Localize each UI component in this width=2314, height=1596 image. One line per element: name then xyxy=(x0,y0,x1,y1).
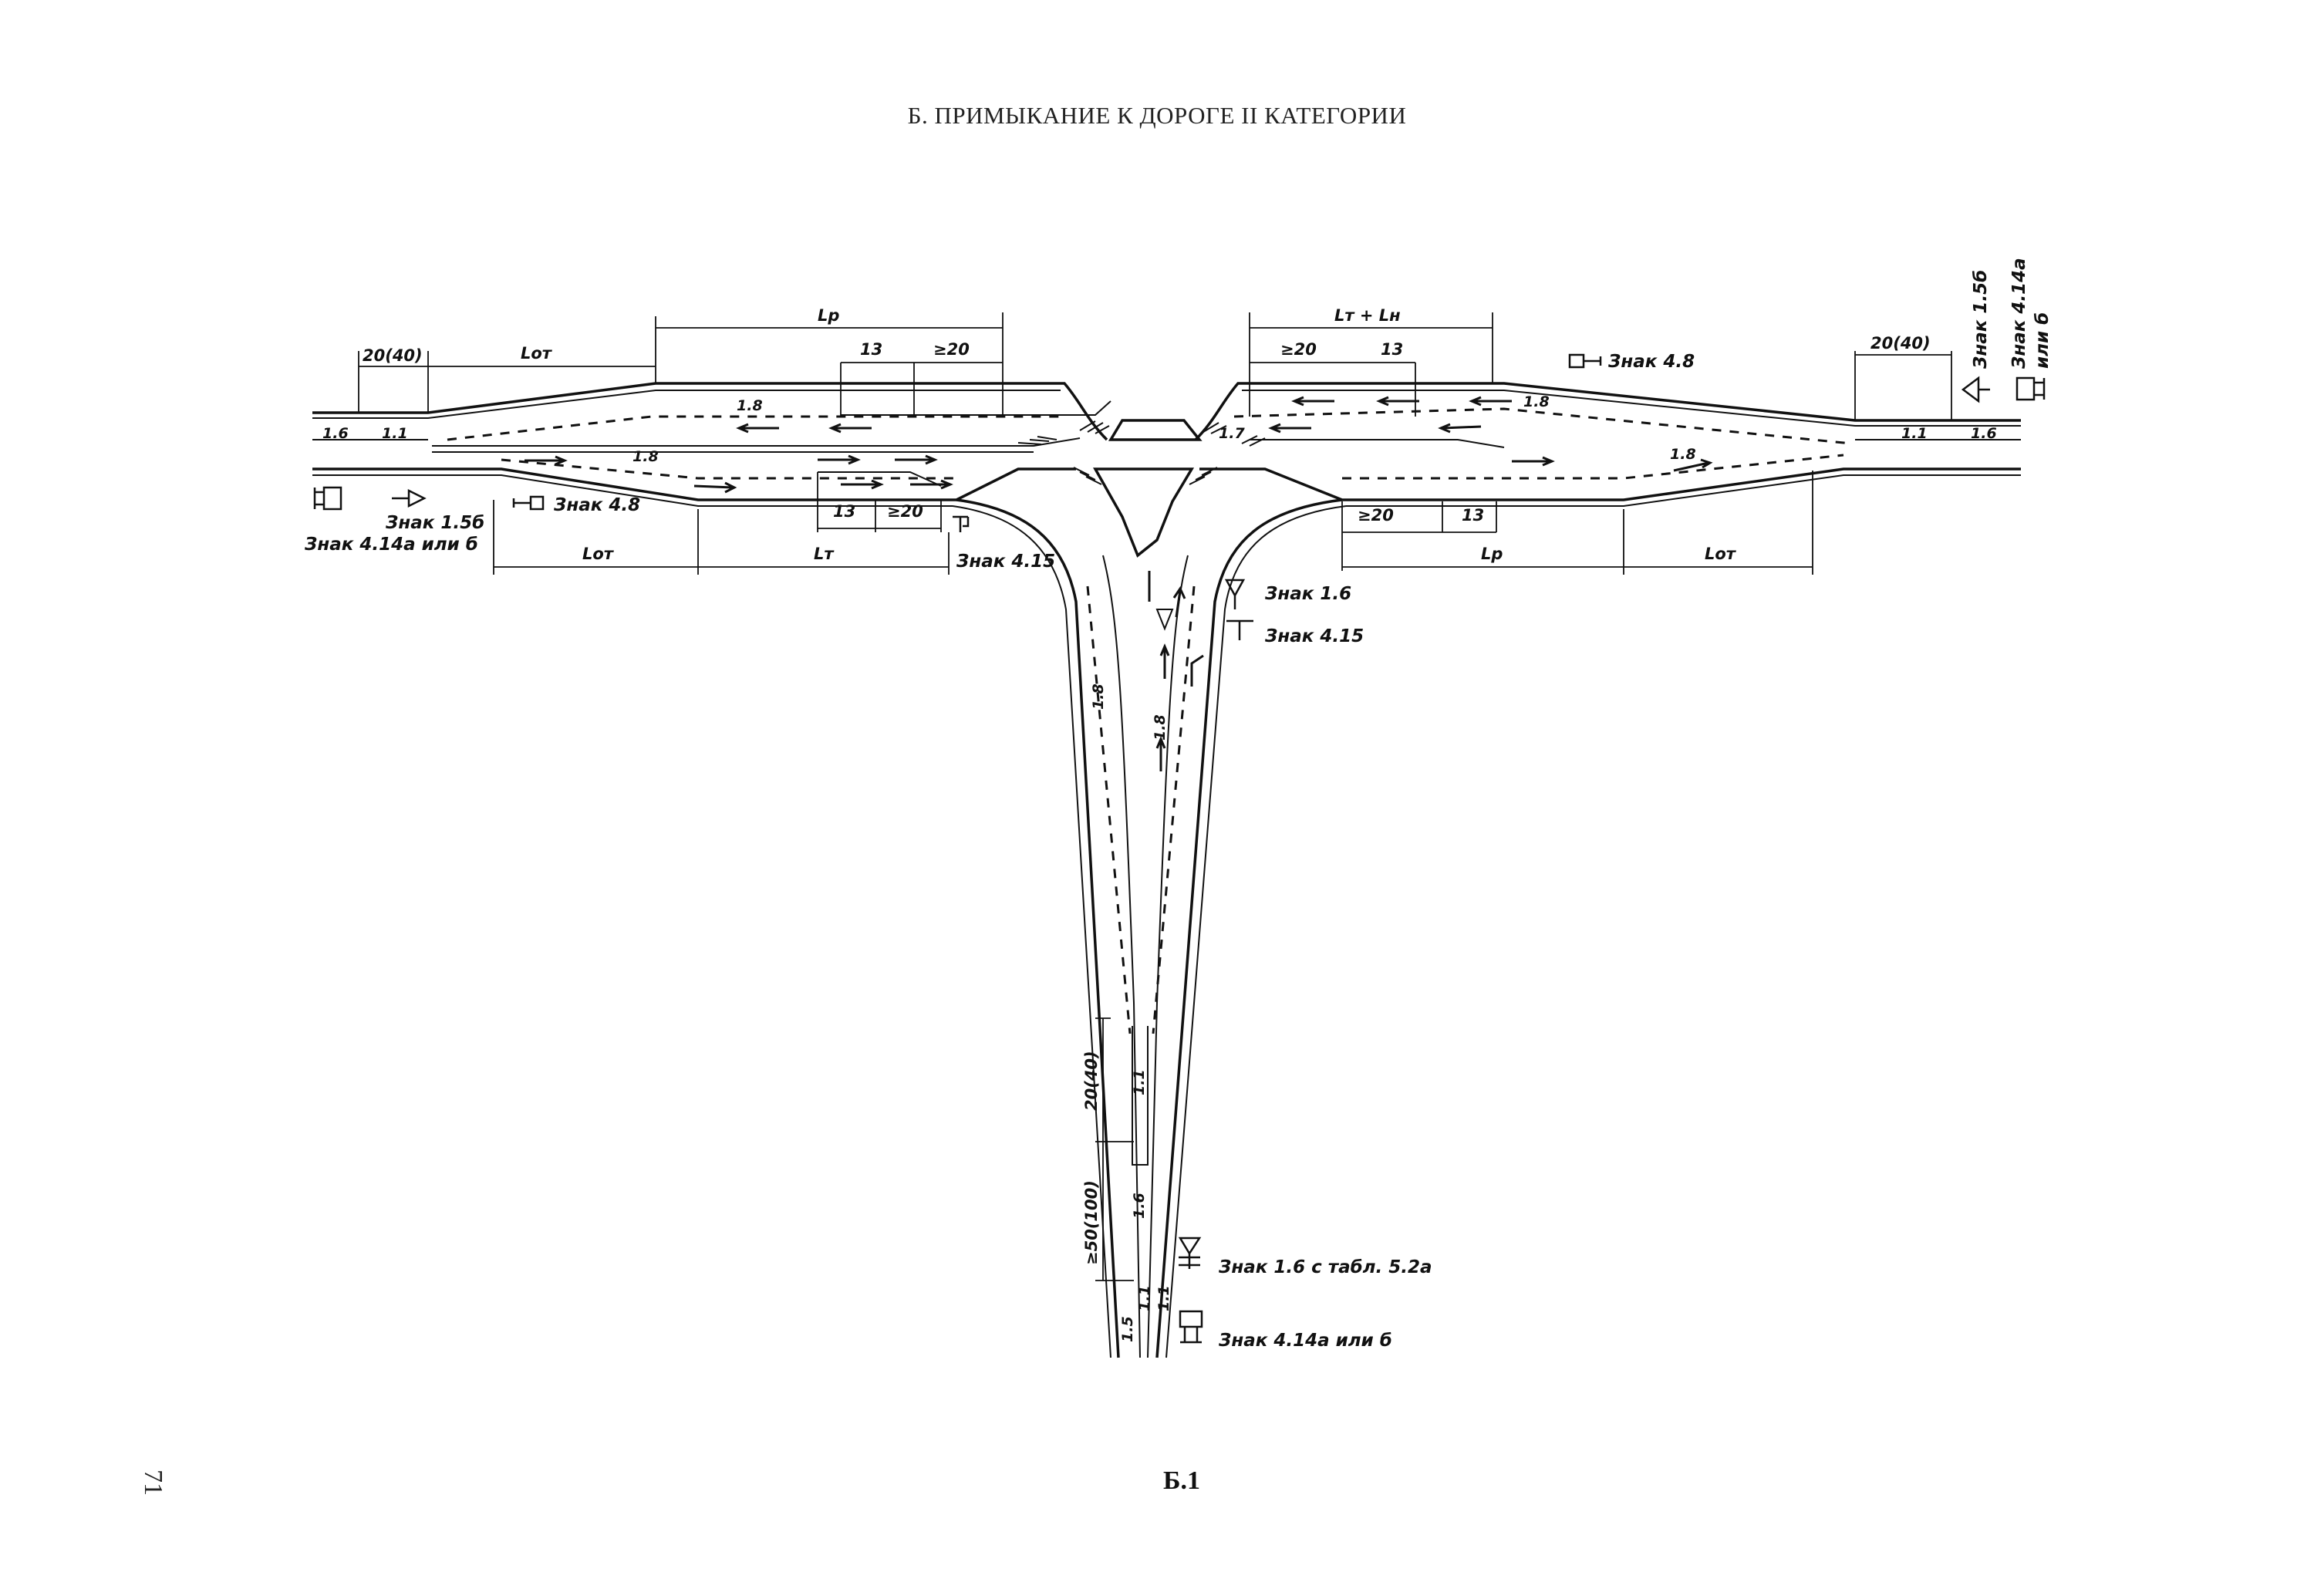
page-header: Б. ПРИМЫКАНИЕ К ДОРОГЕ II КАТЕГОРИИ xyxy=(908,102,1407,129)
sign-label-4-14-right: Знак 4.14а xyxy=(2009,258,2029,369)
page-number: 71 xyxy=(139,1469,167,1496)
dim-13-bottom-right: 13 xyxy=(1462,506,1484,525)
sign-label-4-14-bottom: Знак 4.14а или б xyxy=(1218,1331,1392,1351)
sign-label-1-6-table: Знак 1.6 с табл. 5.2а xyxy=(1218,1257,1432,1277)
mark-1-6-right: 1.6 xyxy=(1971,425,1997,442)
mark-1-8-side-left: 1.8 xyxy=(1090,683,1107,710)
side-road-left-edge xyxy=(956,498,1120,1358)
mark-1-8-mid-left: 1.8 xyxy=(632,448,659,465)
sign-label-4-15-right: Знак 4.15 xyxy=(1264,626,1364,646)
mark-1-1-side-right: 1.1 xyxy=(1155,1285,1172,1311)
dim-ge50-vertical: ≥50(100) xyxy=(1082,1180,1101,1265)
dimensions-top xyxy=(358,312,1952,420)
sign-1-6-icon xyxy=(1224,579,1246,609)
sign-4-15-right-icon xyxy=(1226,619,1253,640)
mark-1-8-top-right: 1.8 xyxy=(1523,393,1550,410)
side-road-arrows xyxy=(1148,571,1204,771)
dim-ge20-bottom-right: ≥20 xyxy=(1358,506,1394,525)
dim-13-bottom: 13 xyxy=(833,502,855,521)
mark-1-8-mid-right: 1.8 xyxy=(1670,446,1696,463)
mark-1-1-side: 1.1 xyxy=(1131,1069,1148,1095)
sign-4-8-left-icon xyxy=(512,495,545,511)
left-divider xyxy=(432,437,1081,447)
sign-label-ili-b-right: или б xyxy=(2032,312,2053,369)
dashed-left-lower xyxy=(501,458,956,480)
sign-label-4-14-left: Знак 4.14а или б xyxy=(304,535,478,555)
mark-1-1-side-lower: 1.1 xyxy=(1136,1285,1153,1311)
yield-triangle xyxy=(1155,609,1174,631)
side-road-left-edge-inner xyxy=(952,505,1111,1358)
side-road-right-edge xyxy=(1155,498,1343,1358)
side-road-center-right xyxy=(1147,555,1189,1358)
dashed-right-lower xyxy=(1342,454,1844,480)
sign-4-14-right-icon xyxy=(2015,376,2046,401)
dim-lot-bottom-right: Lот xyxy=(1705,545,1737,563)
dashed-right-upper xyxy=(1233,407,1852,445)
main-road-top-edge-inner xyxy=(312,390,1061,419)
sign-label-1-5b-right: Знак 1.5б xyxy=(1971,270,1991,369)
figure-caption: Б.1 xyxy=(1163,1466,1200,1495)
dim-lot-left: Lот xyxy=(521,344,553,363)
sign-4-8-top-icon xyxy=(1568,353,1602,369)
mark-1-1-right: 1.1 xyxy=(1901,425,1928,442)
side-road-right-edge-inner xyxy=(1165,505,1347,1358)
mark-1-8-side-right: 1.8 xyxy=(1152,714,1169,741)
dim-lr-top: Lр xyxy=(818,306,839,325)
mark-1-6-side: 1.6 xyxy=(1131,1193,1148,1219)
dim-20-40-left: 20(40) xyxy=(363,346,423,365)
main-road-bottom-edge-inner xyxy=(312,474,953,507)
side-road-island xyxy=(1132,1026,1149,1166)
sign-1-5b-right-icon xyxy=(1961,376,1990,403)
dim-lot-bottom: Lот xyxy=(582,545,615,563)
sign-label-1-5b-left: Знак 1.5б xyxy=(385,513,484,533)
dim-lt-bottom: Lт xyxy=(814,545,835,563)
sign-4-15-left-icon xyxy=(953,515,970,532)
right-divider xyxy=(1250,439,1505,448)
main-road-bottom-edge xyxy=(312,467,2021,501)
side-road-center-left xyxy=(1102,555,1141,1358)
mark-1-5-side: 1.5 xyxy=(1119,1316,1136,1342)
dim-13-top-right: 13 xyxy=(1381,340,1403,359)
left-bottom-island xyxy=(818,471,942,487)
side-road-dash-right xyxy=(1152,585,1196,1034)
hatching xyxy=(1017,420,1266,485)
main-road-top-edge xyxy=(312,382,2021,441)
dashed-left-upper xyxy=(447,415,1064,441)
sign-label-4-8-left: Знак 4.8 xyxy=(553,495,640,515)
sign-4-14-left-icon xyxy=(313,486,342,511)
main-road-top-edge-inner-right xyxy=(1242,390,2021,427)
mark-1-8-top-left: 1.8 xyxy=(737,397,763,414)
dim-20-40-right: 20(40) xyxy=(1870,334,1931,353)
main-road-bottom-edge-inner-right xyxy=(1346,474,2021,507)
mark-1-6-left: 1.6 xyxy=(322,425,349,442)
sign-label-1-6: Знак 1.6 xyxy=(1264,584,1351,604)
dim-ge20-top: ≥20 xyxy=(933,340,970,359)
center-island xyxy=(1108,419,1203,441)
dim-ge20-top-right: ≥20 xyxy=(1280,340,1317,359)
dim-20-40-vertical: 20(40) xyxy=(1082,1051,1101,1111)
dimensions-bottom xyxy=(493,471,1813,1281)
dim-lt-ln: Lт + Lн xyxy=(1334,306,1401,325)
sign-label-4-8-top: Знак 4.8 xyxy=(1607,352,1695,372)
dim-lr-bottom: Lр xyxy=(1481,545,1503,563)
mark-1-1-left: 1.1 xyxy=(382,425,408,442)
side-road-dash-left xyxy=(1086,585,1132,1034)
sign-1-6-table-icon xyxy=(1178,1237,1202,1269)
sign-4-14-bottom-icon xyxy=(1179,1310,1203,1344)
center-triangle-island xyxy=(1093,467,1195,558)
dim-ge20-bottom: ≥20 xyxy=(887,502,923,521)
mark-1-7: 1.7 xyxy=(1219,425,1245,442)
sign-label-4-15-left: Знак 4.15 xyxy=(956,552,1055,572)
lane-arrows xyxy=(525,396,1713,494)
left-top-island xyxy=(841,400,1111,416)
sign-1-5b-left-icon xyxy=(392,488,427,508)
dim-13-top: 13 xyxy=(860,340,882,359)
